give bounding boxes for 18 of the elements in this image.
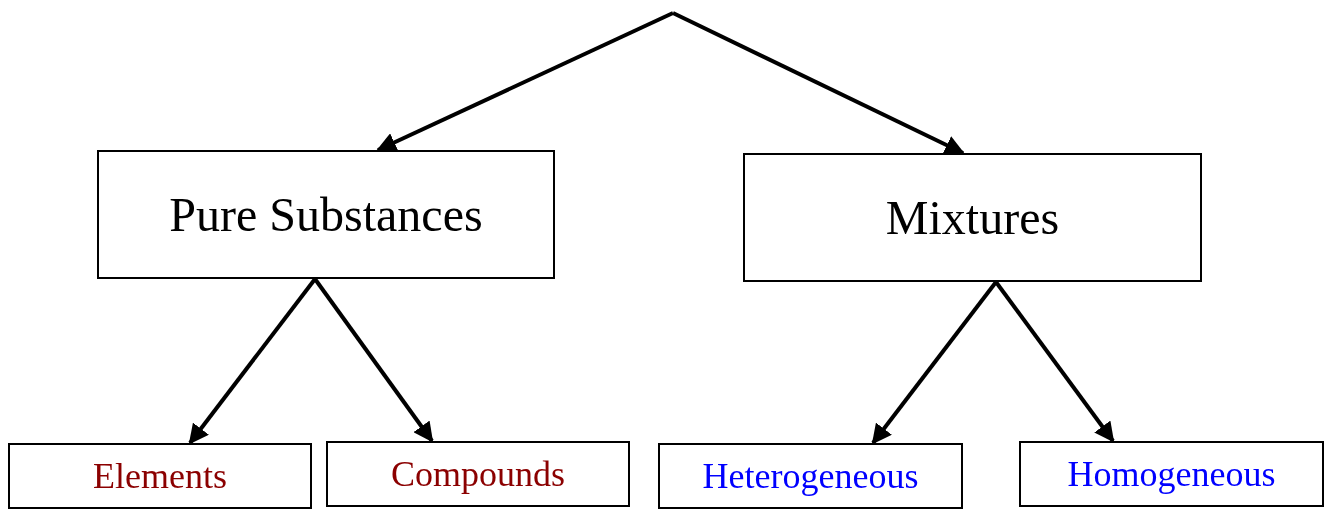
category-label: Compounds [391,453,565,495]
category-label: Elements [93,455,227,497]
arrow [376,11,674,152]
category-label: Homogeneous [1067,453,1276,495]
category-box [658,443,963,509]
category-box [326,441,630,507]
category-box [743,153,1202,282]
arrow [994,280,1115,443]
arrow [871,280,998,445]
category-label: Heterogeneous [702,455,919,497]
category-box [97,150,555,279]
arrow [188,277,317,445]
arrow [313,277,434,443]
category-label: Pure Substances [169,187,483,242]
category-box [8,443,312,509]
category-box [1019,441,1324,507]
arrow [672,11,965,155]
category-label: Mixtures [885,190,1060,245]
